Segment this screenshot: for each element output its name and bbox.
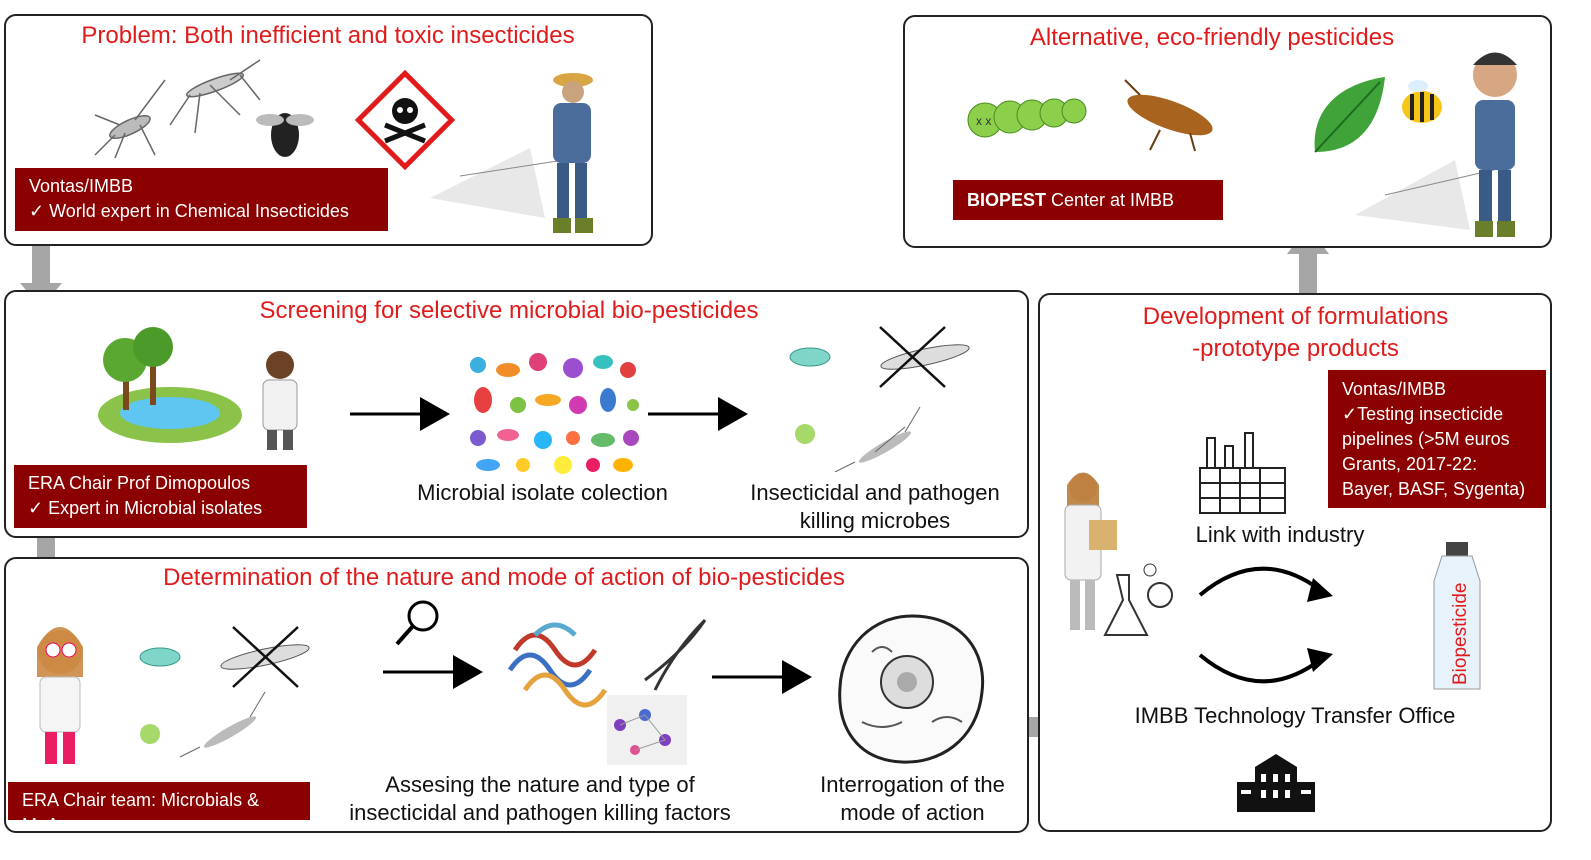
microbes-collection-icon [470,353,639,474]
cell-icon [838,614,985,764]
target-microbes-icon [789,326,970,472]
leaf-icon [1314,77,1442,153]
biopesticide-bottle-icon: Biopesticide [1433,542,1481,690]
dead-insect-icon [1124,79,1213,152]
interrogation-caption: Interrogation of the mode of action [805,771,1020,827]
farmer-spraying-icon [430,73,593,233]
toxic-hazard-icon [354,69,456,171]
scientist-microbes-icon [37,626,310,764]
scientist-lab-icon [1064,472,1173,636]
link-industry-text: Link with industry [1195,522,1365,547]
microbial-collection-caption: Microbial isolate colection [417,480,668,505]
arrow-right-icon [712,660,812,694]
caption-line: killing microbes [799,508,951,533]
label-bold: BIOPEST [967,190,1047,210]
screening-label: ERA Chair Prof Dimopoulos ✓ Expert in Mi… [14,465,307,528]
label-rest: Center at IMBB [1046,190,1175,210]
magnifier-arrow-icon [383,600,483,689]
label-line: ✓ World expert in Chemical Insecticides [29,201,349,221]
cycle-arrows-icon [1198,566,1333,684]
factory-icon [1199,432,1286,514]
screening-title: Screening for selective microbial bio-pe… [259,297,759,324]
development-title: Development of formulations -prototype p… [1038,301,1553,365]
farmer-spraying-icon [1355,52,1517,237]
bee-icon [1402,80,1442,123]
label-line: ✓ Expert in Microbial isolates [28,498,263,518]
determination-title: Determination of the nature and mode of … [163,564,845,591]
caption-line: Interrogation of the [820,772,1005,797]
assessing-caption: Assesing the nature and type of insectic… [330,771,750,827]
caption-line: mode of action [840,800,985,825]
mosquito-icon [94,59,314,159]
killing-microbes-caption: Insecticidal and pathogen killing microb… [730,479,1020,535]
determination-label: ERA Chair team: Microbials & MoA [8,782,310,835]
title-line: -prototype products [1192,335,1399,362]
biopest-label: BIOPEST Center at IMBB [953,180,1223,220]
caption-line: Assesing the nature and type of [385,772,695,797]
development-label: Vontas/IMBB ✓Testing insecticide pipelin… [1328,370,1546,508]
label-line: ERA Chair Prof Dimopoulos [28,473,251,493]
problem-label: Vontas/IMBB ✓ World expert in Chemical I… [15,168,388,231]
institute-building-icon [1237,754,1315,812]
label-line: Vontas/IMBB [1342,379,1447,399]
label-line: ✓Testing insecticide pipelines (>5M euro… [1342,404,1526,499]
caption-line: Insecticidal and pathogen [750,480,1000,505]
problem-title: Problem: Both inefficient and toxic inse… [81,22,575,49]
tto-text: IMBB Technology Transfer Office [1134,703,1456,728]
label-line: Vontas/IMBB [29,176,134,196]
arrow-right-icon [350,397,450,431]
bottle-label: Biopesticide [1450,583,1471,685]
caption-line: insecticidal and pathogen killing factor… [349,800,731,825]
dead-caterpillar-icon: x x [967,79,1213,152]
alternative-title: Alternative, eco-friendly pesticides [1029,24,1395,51]
title-line: Development of formulations [1142,303,1449,330]
arrow-right-icon [648,397,748,431]
protein-dna-icon [507,618,707,765]
svg-text:x x: x x [976,114,991,128]
pond-scientist-icon [98,327,298,450]
